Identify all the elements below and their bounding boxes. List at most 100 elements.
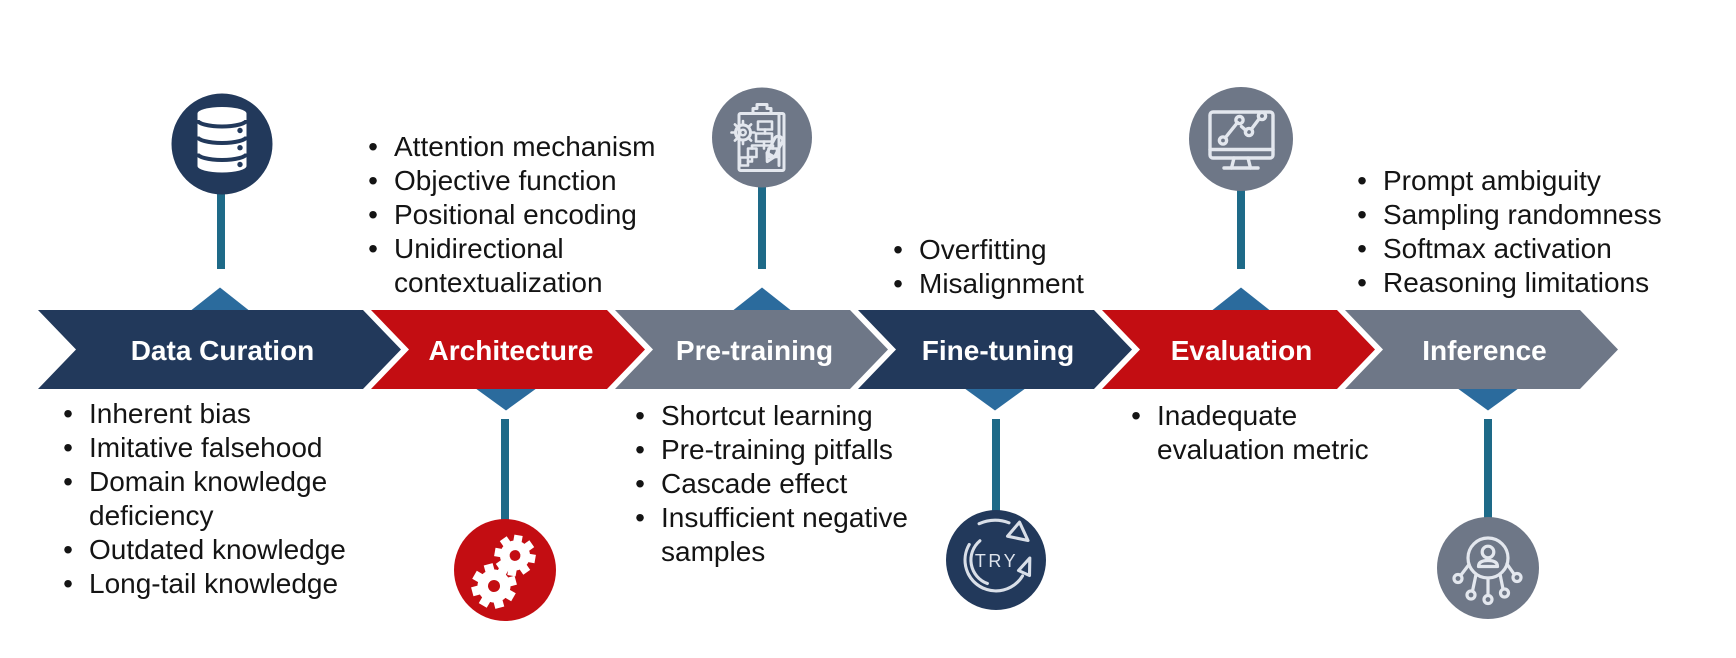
diamond-pre-training [731, 287, 793, 312]
database-icon [171, 93, 273, 195]
issue-text: Unidirectional contextualization [394, 233, 603, 298]
issue-text: Softmax activation [1383, 233, 1612, 264]
issue-item: • Objective function [359, 164, 674, 198]
issue-item: • Domain knowledge deficiency [54, 465, 384, 533]
connector-line-architecture [501, 419, 509, 521]
issue-item: • Pre-training pitfalls [626, 433, 956, 467]
bullet-icon: • [368, 165, 378, 196]
stage-label-data-curation: Data Curation [131, 335, 315, 366]
stage-chevron-evaluation: Evaluation [1102, 310, 1375, 389]
issue-item: • Inherent bias [54, 397, 384, 431]
issues-list-data-curation: •Inherent bias•Imitative falsehood•Domai… [54, 397, 384, 601]
bullet-icon: • [635, 400, 645, 431]
issue-text: Imitative falsehood [89, 432, 323, 463]
bullet-icon: • [63, 466, 73, 497]
bullet-icon: • [1357, 199, 1367, 230]
issue-text: Prompt ambiguity [1383, 165, 1601, 196]
bullet-icon: • [893, 268, 903, 299]
stage-label-fine-tuning: Fine-tuning [922, 335, 1074, 366]
bullet-icon: • [63, 398, 73, 429]
connector-line-fine-tuning [992, 419, 1000, 512]
issue-text: Cascade effect [661, 468, 848, 499]
issue-text: Misalignment [919, 268, 1084, 299]
monitor-chart-icon [1189, 87, 1293, 191]
connector-line-data-curation [217, 193, 225, 269]
issue-text: Inadequate evaluation metric [1157, 400, 1369, 465]
chevron-band: Data Curation Architecture Pre-training … [38, 310, 1618, 389]
chevron-shape-pre-training [615, 310, 888, 389]
bullet-icon: • [63, 534, 73, 565]
issue-item: •Insufficient negative samples [626, 501, 956, 569]
bullet-icon: • [1357, 233, 1367, 264]
try-label: TRY [975, 551, 1018, 571]
bullet-icon: • [63, 568, 73, 599]
person-network-icon [1437, 517, 1539, 619]
issue-text: Overfitting [919, 234, 1047, 265]
clipboard-workflow-icon [712, 87, 812, 188]
stage-label-inference: Inference [1422, 335, 1547, 366]
stage-chevron-architecture: Architecture [371, 310, 645, 389]
issue-text: Shortcut learning [661, 400, 873, 431]
issue-text: Outdated knowledge [89, 534, 346, 565]
issue-item: • Attention mechanism [359, 130, 674, 164]
issue-text: Objective function [394, 165, 617, 196]
bullet-icon: • [1131, 400, 1141, 431]
connector-line-pre-training [758, 186, 766, 269]
connector-line-inference [1484, 419, 1492, 519]
issues-list-inference: •Prompt ambiguity•Sampling randomness•So… [1348, 164, 1688, 300]
chevron-shape-fine-tuning [858, 310, 1132, 389]
diamond-fine-tuning [964, 388, 1026, 411]
stage-chevron-data-curation: Data Curation [38, 310, 401, 389]
issue-item: • Misalignment [884, 267, 1124, 301]
issue-text: Pre-training pitfalls [661, 434, 893, 465]
issue-text: Attention mechanism [394, 131, 656, 162]
bullet-icon: • [368, 131, 378, 162]
issue-text: Inherent bias [89, 398, 251, 429]
bullet-icon: • [635, 502, 645, 533]
issue-item: • Overfitting [884, 233, 1124, 267]
stage-label-evaluation: Evaluation [1171, 335, 1313, 366]
bullet-icon: • [368, 199, 378, 230]
issue-item: • Long-tail knowledge [54, 567, 384, 601]
issue-item: • Cascade effect [626, 467, 956, 501]
chevron-shape-inference [1345, 310, 1618, 389]
issue-item: • Unidirectional contextualization [359, 232, 674, 300]
issues-list-pre-training: • Shortcut learning • Pre-training pitfalls… [626, 399, 956, 569]
bullet-icon: • [1357, 165, 1367, 196]
issues-list-fine-tuning: • Overfitting • Misalignment [884, 233, 1124, 301]
diamond-data-curation [189, 287, 251, 312]
stage-chevron-pre-training: Pre-training [615, 310, 888, 389]
issue-item: • Inadequate evaluation metric [1122, 399, 1387, 467]
try-retry-icon: TRY [946, 510, 1046, 610]
chevron-shape-data-curation [38, 310, 401, 389]
bullet-icon: • [893, 234, 903, 265]
issue-text: Positional encoding [394, 199, 637, 230]
issue-text: Domain knowledge deficiency [89, 466, 328, 531]
diamond-evaluation [1210, 287, 1272, 312]
stage-label-architecture: Architecture [429, 335, 594, 366]
stage-label-pre-training: Pre-training [676, 335, 833, 366]
issue-item: • Prompt ambiguity [1348, 164, 1688, 198]
issue-text: Long-tail knowledge [89, 568, 339, 599]
chevron-shape-evaluation [1102, 310, 1375, 389]
bullet-icon: • [1357, 267, 1367, 298]
issue-item: • Shortcut learning [626, 399, 956, 433]
bullet-icon: • [635, 468, 645, 499]
stage-icons: TRY [171, 87, 1539, 621]
issue-text: Reasoning limitations [1383, 267, 1650, 298]
diamond-inference [1457, 388, 1519, 411]
issue-item: • Reasoning limitations [1348, 266, 1688, 300]
bullet-icon: • [368, 233, 378, 264]
chevron-shape-architecture [371, 310, 645, 389]
bullet-icon: • [635, 434, 645, 465]
stage-chevron-inference: Inference [1345, 310, 1618, 389]
stage-chevron-fine-tuning: Fine-tuning [858, 310, 1132, 389]
issues-list-evaluation: • Inadequate evaluation metric [1122, 399, 1387, 467]
connectors [189, 186, 1519, 521]
issue-item: • Softmax activation [1348, 232, 1688, 266]
issue-item: •Imitative falsehood [54, 431, 384, 465]
issue-item: • Outdated knowledge [54, 533, 384, 567]
issues-list-architecture: •Attention mechanism•Objective function•… [359, 130, 674, 300]
